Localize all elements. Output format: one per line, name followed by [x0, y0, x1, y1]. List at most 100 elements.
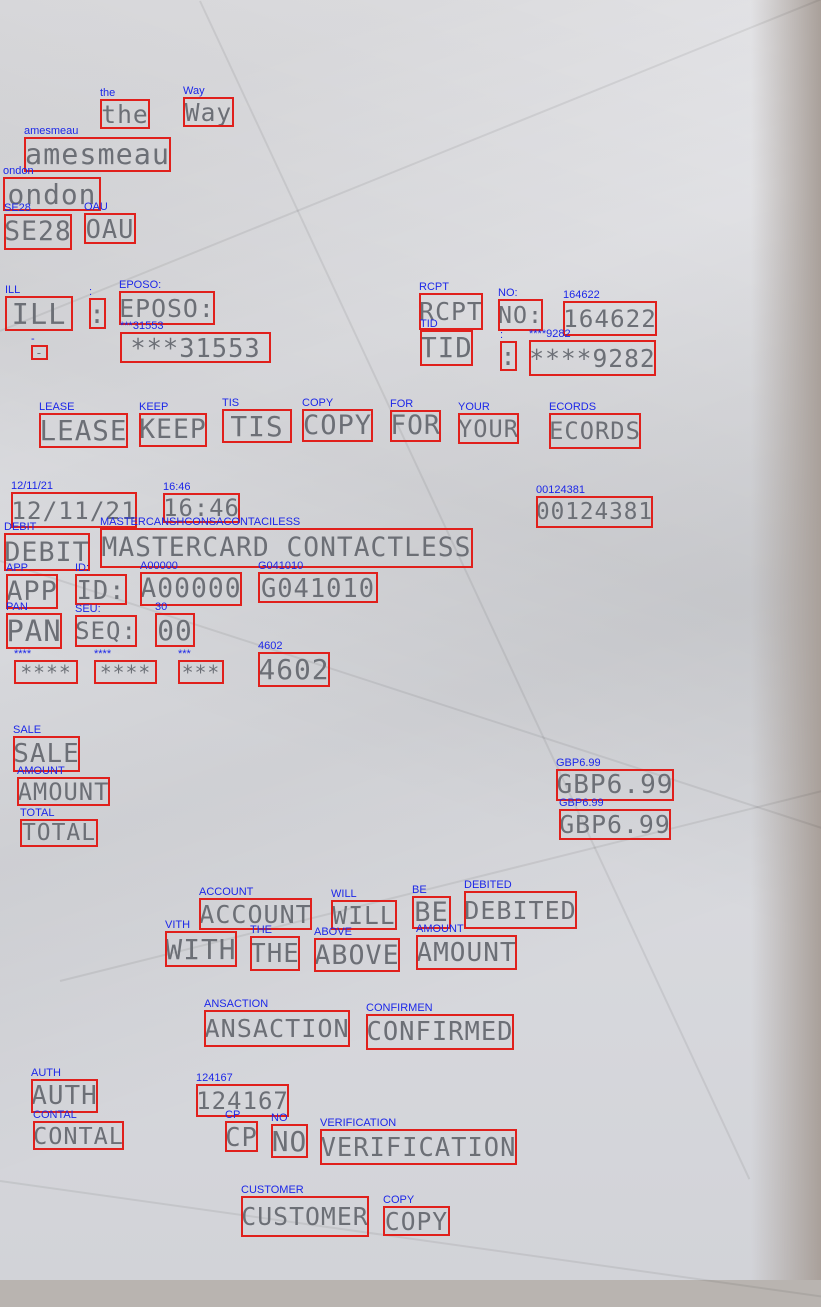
receipt-text: NO: [500, 301, 541, 329]
ocr-bounding-box: ACCOUNT [199, 898, 312, 930]
ocr-label: ondon [3, 165, 34, 177]
ocr-bounding-box: APP [6, 574, 58, 609]
receipt-text: ACCOUNT [201, 900, 310, 928]
ocr-label: TIS [222, 397, 240, 409]
ocr-bounding-box: AMOUNT [416, 935, 517, 970]
ocr-bounding-box: 00124381 [536, 496, 653, 528]
receipt-text: AUTH [33, 1081, 96, 1111]
ocr-label: CP [225, 1109, 241, 1121]
ocr-label: : [500, 329, 504, 341]
ocr-bounding-box: WITH [165, 931, 237, 967]
receipt-text: COPY [385, 1208, 448, 1234]
ocr-label: the [100, 87, 116, 99]
receipt-text: BE [414, 898, 449, 927]
receipt-text: GBP6.99 [561, 811, 669, 838]
receipt-text: NO [273, 1126, 306, 1156]
ocr-bounding-box: COPY [383, 1206, 450, 1236]
receipt-text: CP [227, 1123, 256, 1150]
ocr-label: CUSTOMER [241, 1184, 304, 1196]
ocr-label: NO: [498, 287, 518, 299]
ocr-label: *** [178, 648, 191, 660]
ocr-label: : [89, 286, 93, 298]
receipt-text: *** [181, 662, 221, 682]
ocr-label: SEU: [75, 603, 101, 615]
receipt-text: SEQ: [77, 617, 135, 645]
receipt-text: SE28 [6, 217, 70, 247]
ocr-bounding-box: 164622 [563, 301, 657, 336]
ocr-label: VITH [165, 919, 191, 931]
ocr-label: DEBIT [4, 521, 37, 533]
ocr-bounding-box: TOTAL [20, 819, 98, 847]
ocr-label: ABOVE [314, 926, 352, 938]
ocr-bounding-box: ID: [75, 574, 127, 605]
receipt-text: RCPT [421, 297, 481, 326]
ocr-label: CONTAL [33, 1109, 77, 1121]
ocr-label: SE28 [4, 202, 31, 214]
receipt-text: FOR [392, 412, 439, 440]
receipt-text: LEASE [41, 415, 126, 446]
ocr-label: Way [183, 85, 205, 97]
ocr-bounding-box: GBP6.99 [559, 809, 671, 840]
receipt-text: 164622 [565, 304, 655, 333]
receipt-text: DEBITED [466, 895, 575, 925]
receipt-text: CUSTOMER [243, 1202, 367, 1231]
ocr-bounding-box: FOR [390, 410, 441, 442]
ocr-bounding-box: KEEP [139, 413, 207, 447]
ocr-label: COPY [302, 397, 334, 409]
receipt-text: WILL [333, 902, 395, 928]
ocr-bounding-box: TID [420, 330, 473, 366]
ocr-bounding-box: ***31553 [120, 332, 271, 363]
receipt-text: ILL [11, 298, 67, 329]
ocr-bounding-box: RCPT [419, 293, 483, 330]
receipt-text: ECORDS [551, 417, 639, 445]
receipt-text: SALE [15, 739, 78, 769]
ocr-label: COPY [383, 1194, 415, 1206]
ocr-bounding-box: - [31, 345, 48, 360]
receipt-text: THE [252, 938, 298, 969]
receipt-text: 00124381 [538, 499, 651, 525]
table-background [751, 0, 821, 1280]
receipt-text: EPOSO: [121, 293, 213, 323]
ocr-bounding-box: SEQ: [75, 615, 137, 647]
receipt-text: ****9282 [531, 343, 654, 373]
receipt-text: Way [185, 99, 232, 125]
ocr-label: 16:46 [163, 481, 191, 493]
ocr-bounding-box: NO [271, 1124, 308, 1158]
ocr-bounding-box: G041010 [258, 572, 378, 603]
ocr-label: TID [420, 318, 438, 330]
receipt-text: 16:46 [165, 495, 238, 521]
ocr-label: VERIFICATION [320, 1117, 397, 1129]
ocr-label: KEEP [139, 401, 169, 413]
receipt-text: A00000 [142, 574, 240, 604]
ocr-label: BE [412, 884, 427, 896]
ocr-label: AMOUNT [416, 923, 464, 935]
ocr-bounding-box: CONFIRMED [366, 1014, 514, 1050]
ocr-bounding-box: AMOUNT [17, 777, 110, 806]
ocr-bounding-box: amesmeau [24, 137, 171, 172]
receipt-text: TIS [230, 411, 284, 441]
receipt-text: TOTAL [22, 821, 96, 845]
ocr-bounding-box: ondon [3, 177, 101, 211]
ocr-label: PAN [6, 601, 28, 613]
ocr-bounding-box: PAN [6, 613, 62, 649]
ocr-label: 12/11/21 [11, 480, 54, 492]
ocr-bounding-box: YOUR [458, 413, 519, 444]
receipt-text: ***31553 [130, 334, 261, 361]
receipt-text: PAN [8, 615, 60, 647]
ocr-bounding-box: ILL [5, 296, 73, 331]
ocr-label: WILL [331, 888, 357, 900]
ocr-label: RCPT [419, 281, 449, 293]
receipt-text: 124167 [198, 1086, 287, 1115]
ocr-label: CONFIRMEN [366, 1002, 433, 1014]
ocr-bounding-box: CUSTOMER [241, 1196, 369, 1237]
ocr-bounding-box: **** [14, 660, 78, 684]
ocr-bounding-box: ABOVE [314, 938, 400, 972]
ocr-bounding-box: : [500, 341, 517, 371]
ocr-bounding-box: TIS [222, 409, 292, 443]
ocr-label: G041010 [258, 560, 304, 572]
ocr-bounding-box: THE [250, 936, 300, 971]
ocr-label: A00000 [140, 560, 178, 572]
ocr-label: AMOUNT [17, 765, 65, 777]
receipt-text: AMOUNT [418, 937, 515, 968]
receipt-text: CONTAL [35, 1123, 122, 1148]
